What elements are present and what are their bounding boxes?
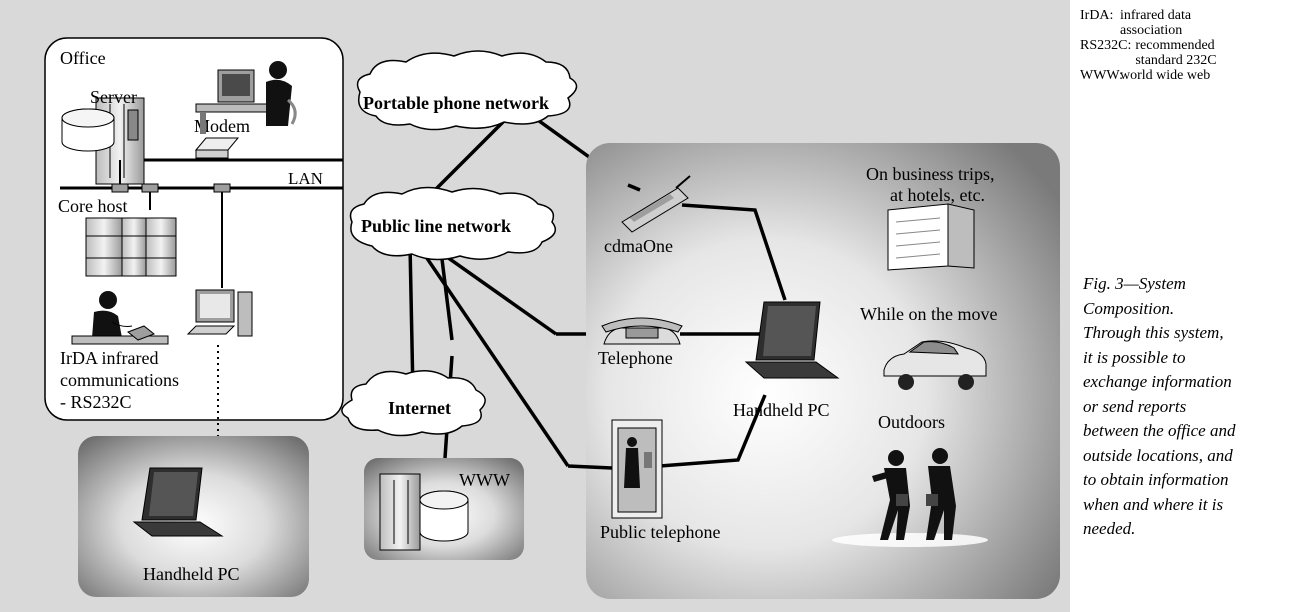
system-composition-diagram: Office LAN Server Modem <box>0 0 1070 612</box>
device-links <box>567 183 787 470</box>
public-line-network-cloud <box>349 186 557 261</box>
legend-row-rs232c: RS232C: recommended standard 232C <box>1080 38 1300 68</box>
irda-user-icon <box>71 291 169 345</box>
irda-label-line1: IrDA infrared <box>60 348 158 368</box>
irda-label-line2: communications <box>60 370 179 390</box>
caption-line: needed. <box>1083 519 1136 538</box>
legend-def: world wide web <box>1120 68 1300 83</box>
caption-line: Fig. 3—System <box>1083 274 1186 293</box>
walking-people-icon <box>872 448 956 540</box>
server-label: Server <box>90 87 137 107</box>
legend-def-line: association <box>1120 23 1183 38</box>
legend-row-www: WWW: world wide web <box>1080 68 1300 83</box>
office-title: Office <box>60 48 106 68</box>
modem-icon <box>194 137 240 159</box>
cdmaone-label: cdmaOne <box>604 236 673 256</box>
cdmaone-phone-icon <box>621 175 691 233</box>
portable-network-label: Portable phone network <box>363 93 549 113</box>
telephone-label: Telephone <box>598 348 673 368</box>
handheld-right-laptop-icon <box>744 301 840 379</box>
legend-def-line: standard 232C <box>1135 53 1217 68</box>
handheld-right-label: Handheld PC <box>733 400 830 420</box>
outdoors-label: Outdoors <box>878 412 945 432</box>
legend-def: recommended standard 232C <box>1135 38 1300 68</box>
public-telephone-label: Public telephone <box>600 522 720 542</box>
legend-def-line: world wide web <box>1120 68 1211 83</box>
portable-network-cloud <box>356 50 578 131</box>
caption-line: Through this system, <box>1083 323 1224 342</box>
telephone-icon <box>601 317 683 345</box>
legend-abbr: IrDA: <box>1080 8 1114 23</box>
figure-caption: Fig. 3—System Composition. Through this … <box>1083 272 1305 542</box>
irda-label-line3: - RS232C <box>60 392 132 412</box>
internet-label: Internet <box>388 398 451 418</box>
legend-abbr: RS232C: <box>1080 38 1132 53</box>
car-icon <box>883 340 987 390</box>
workstation-user-icon <box>195 61 297 134</box>
lan-label: LAN <box>288 169 323 188</box>
network-links <box>408 116 630 467</box>
desktop-pc-icon <box>186 289 253 337</box>
legend-def-line: recommended <box>1135 38 1215 53</box>
business-label-line1: On business trips, <box>866 164 995 184</box>
core-host-icon <box>85 217 177 277</box>
www-label: WWW <box>459 470 510 490</box>
caption-line: when and where it is <box>1083 494 1224 514</box>
legend-row-irda: IrDA: infrared data association <box>1080 8 1300 38</box>
www-server-icon <box>379 473 469 551</box>
caption-line: or send reports <box>1083 396 1187 416</box>
modem-label: Modem <box>194 116 250 136</box>
business-label-line2: at hotels, etc. <box>890 185 985 205</box>
legend-def-line: infrared data <box>1120 8 1192 23</box>
abbreviation-legend: IrDA: infrared data association RS232C: … <box>1080 8 1300 83</box>
legend-def: infrared data association <box>1120 8 1300 38</box>
lan-lines <box>60 158 343 190</box>
legend-abbr: WWW: <box>1080 68 1124 83</box>
moving-label: While on the move <box>860 304 997 324</box>
handheld-left-label: Handheld PC <box>143 564 240 584</box>
caption-line: Composition. <box>1083 298 1175 318</box>
caption-line: exchange information <box>1083 372 1232 391</box>
caption-line: between the office and <box>1083 421 1236 440</box>
caption-line: it is possible to <box>1083 347 1186 367</box>
handheld-left-laptop-icon <box>132 467 224 537</box>
internet-cloud <box>341 370 486 437</box>
public-line-network-label: Public line network <box>361 216 511 236</box>
caption-line: to obtain information <box>1083 470 1229 489</box>
ground-shadow <box>832 533 988 547</box>
public-telephone-icon <box>611 419 663 519</box>
hotel-building-icon <box>887 203 975 271</box>
caption-line: outside locations, and <box>1083 445 1233 465</box>
core-host-label: Core host <box>58 196 128 216</box>
